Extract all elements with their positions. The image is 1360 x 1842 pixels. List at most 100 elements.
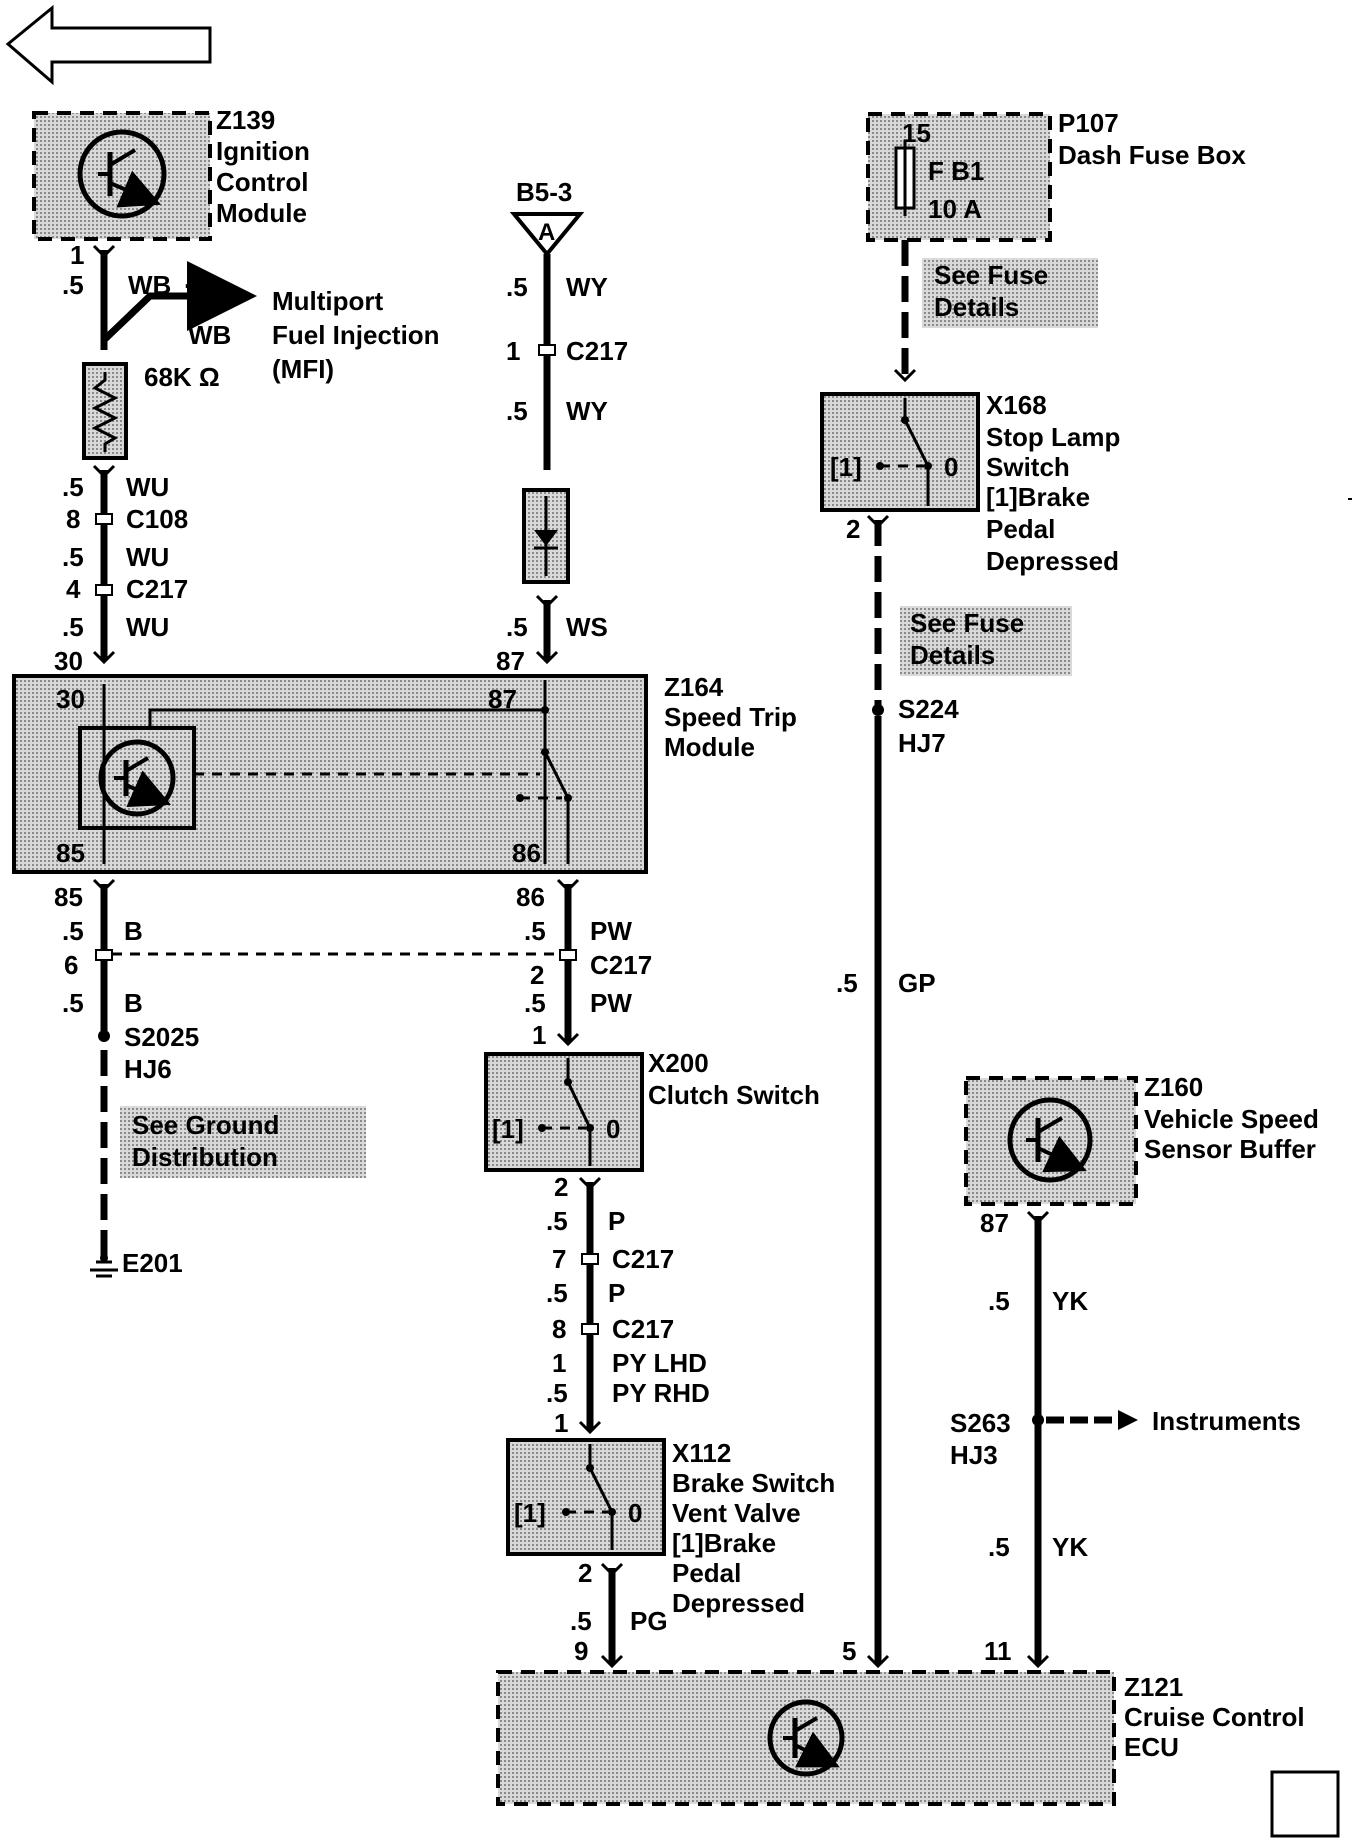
component-z121: Z121 Cruise Control ECU	[496, 1670, 1305, 1806]
z160-label-2: Sensor Buffer	[1144, 1134, 1316, 1164]
wire-z139-z164	[82, 244, 257, 665]
b1-color: WY	[566, 272, 608, 302]
z164-label-1: Speed Trip	[664, 702, 797, 732]
g1c-pin: 6	[64, 950, 78, 980]
component-x112: [1] 0 X112 Brake Switch Vent Valve [1]Br…	[506, 1438, 835, 1618]
g2-size: .5	[62, 988, 84, 1018]
component-z139: Z139 Ignition Control Module	[32, 105, 310, 241]
page-corner-box[interactable]	[1270, 1770, 1340, 1838]
yk2-color: YK	[1052, 1532, 1088, 1562]
c1c-conn: C217	[612, 1244, 674, 1274]
x168-label-5: Depressed	[986, 546, 1119, 576]
b1-size: .5	[506, 272, 528, 302]
transistor-icon	[77, 129, 167, 219]
c3-color2: PY RHD	[612, 1378, 710, 1408]
v1-pin: 2	[578, 1558, 592, 1588]
z139-label-2: Control	[216, 167, 308, 197]
ground-point: E201	[122, 1248, 183, 1278]
wire-z164-x200	[556, 878, 580, 1047]
w1b-size: .5	[184, 264, 206, 294]
x112-label-2: Vent Valve	[672, 1498, 801, 1528]
p1-pin: 86	[516, 882, 545, 912]
transistor-icon	[1007, 1097, 1093, 1183]
c3-pin1: 1	[552, 1348, 566, 1378]
z164-pin-30: 30	[56, 684, 85, 714]
w1b-color: WB	[188, 320, 231, 350]
z121-label-1: Cruise Control	[1124, 1702, 1305, 1732]
p2-pin: 1	[532, 1020, 546, 1050]
x168-id: X168	[986, 390, 1047, 420]
x168-pos0: 0	[944, 452, 958, 482]
x200-name: Clutch Switch	[648, 1080, 820, 1110]
w3-color: WU	[126, 542, 169, 572]
wire-x112-z121	[600, 1562, 624, 1669]
v1-pin9: 9	[574, 1636, 588, 1666]
x112-pos0: 0	[628, 1498, 642, 1528]
v1-size: .5	[570, 1606, 592, 1636]
resistor-value: 68K Ω	[144, 362, 220, 392]
c2c-pin: 8	[552, 1314, 566, 1344]
yk1-size: .5	[988, 1286, 1010, 1316]
s224-code: HJ7	[898, 728, 946, 758]
instruments-label: Instruments	[1152, 1406, 1301, 1436]
mfi-label-3: (MFI)	[272, 354, 334, 384]
w3-size: .5	[62, 542, 84, 572]
s263-id: S263	[950, 1408, 1011, 1438]
p107-name: Dash Fuse Box	[1058, 140, 1246, 170]
b3-color: WS	[566, 612, 608, 642]
ground-note-1: See Ground	[132, 1110, 279, 1140]
s224-id: S224	[898, 694, 959, 724]
ground-note-2: Distribution	[132, 1142, 278, 1172]
z160-pin: 87	[980, 1208, 1009, 1238]
component-z160: Z160 Vehicle Speed Sensor Buffer 87	[964, 1072, 1319, 1238]
resistor-icon	[82, 362, 128, 460]
z164-pin-86: 86	[512, 838, 541, 868]
w1-pin: 1	[70, 240, 84, 270]
z139-label-1: Ignition	[216, 136, 310, 166]
p1-size: .5	[524, 916, 546, 946]
x168-label-4: Pedal	[986, 514, 1055, 544]
back-arrow-icon[interactable]	[5, 4, 212, 86]
component-p107: 15 F B1 10 A P107 Dash Fuse Box	[866, 108, 1246, 242]
s2025-id: S2025	[124, 1022, 199, 1052]
wire-z164-ground	[90, 878, 560, 1278]
fuse-icon	[894, 140, 916, 216]
g2-color: B	[124, 988, 143, 1018]
b53-letter: A	[538, 219, 555, 246]
b2-size: .5	[506, 396, 528, 426]
diode-icon	[522, 488, 570, 584]
x112-id: X112	[672, 1438, 731, 1468]
p107-fuse: F B1	[928, 156, 984, 186]
component-x168: [1] 0 X168 Stop Lamp Switch [1]Brake Ped…	[820, 390, 1120, 576]
fuse-note-1-line-1: See Fuse	[934, 260, 1048, 290]
x168-label-3: [1]Brake	[986, 482, 1090, 512]
w1-size: .5	[62, 270, 84, 300]
x112-label-3: [1]Brake	[672, 1528, 776, 1558]
wire-z160-z121	[1026, 1210, 1138, 1669]
w4-color: WU	[126, 612, 169, 642]
s2025-code: HJ6	[124, 1054, 172, 1084]
p107-pin: 15	[902, 118, 931, 148]
fuse-note-1-line-2: Details	[934, 292, 1019, 322]
yk1-color: YK	[1052, 1286, 1088, 1316]
b3-pin: 87	[496, 646, 525, 676]
c2c-conn: C217	[612, 1314, 674, 1344]
fuse-note-2-line-1: See Fuse	[910, 608, 1024, 638]
wire-p107-x168	[893, 240, 917, 383]
b53-id: B5-3	[516, 177, 572, 207]
c3-size2: .5	[546, 1378, 568, 1408]
p107-rating: 10 A	[928, 194, 982, 224]
g1-pin: 85	[54, 882, 83, 912]
w3c-conn: C217	[126, 574, 188, 604]
s263-code: HJ3	[950, 1440, 998, 1470]
w2c-pin: 8	[66, 504, 80, 534]
z139-id: Z139	[216, 105, 275, 135]
w2-color: WU	[126, 472, 169, 502]
z121-id: Z121	[1124, 1672, 1183, 1702]
gp-pin: 5	[842, 1636, 856, 1666]
p1c-pin: 2	[530, 960, 544, 990]
c2-color: P	[608, 1278, 625, 1308]
gp-color: GP	[898, 968, 936, 998]
w2c-conn: C108	[126, 504, 188, 534]
